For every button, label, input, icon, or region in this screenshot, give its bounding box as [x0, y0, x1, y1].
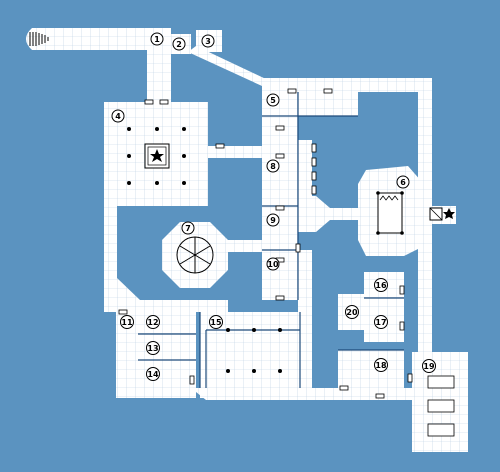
room-label-13: 13: [146, 341, 160, 355]
svg-text:14: 14: [147, 370, 159, 379]
spiral-stair-icon: [176, 236, 214, 274]
room-label-9: 9: [266, 213, 280, 227]
room-label-5: 5: [266, 93, 280, 107]
link-corridor-6: [298, 196, 360, 232]
svg-text:2: 2: [176, 40, 182, 49]
svg-text:16: 16: [375, 281, 387, 290]
room-label-10: 10: [266, 257, 280, 271]
star-icon: [443, 208, 455, 219]
north-corridor: [262, 78, 432, 92]
room-label-11: 11: [120, 315, 134, 329]
svg-text:8: 8: [270, 162, 276, 171]
room-label-14: 14: [146, 367, 160, 381]
corridor-7-east: [228, 240, 262, 252]
room-label-20: 20: [345, 305, 359, 319]
corridor-4-east: [208, 146, 262, 158]
svg-text:18: 18: [375, 361, 387, 370]
diagonal-passage: [188, 46, 268, 86]
east-star-marker: [429, 207, 455, 221]
room-label-8: 8: [266, 159, 280, 173]
doors: [118, 88, 413, 399]
south-corridor: [196, 388, 432, 400]
stairs-icon: [29, 32, 49, 46]
room-label-6: 6: [396, 175, 410, 189]
star-icon: [150, 149, 164, 162]
svg-text:3: 3: [205, 37, 211, 46]
room-label-1: 1: [150, 32, 164, 46]
svg-text:11: 11: [121, 318, 133, 327]
altar-icon: [144, 143, 170, 169]
room-label-15: 15: [209, 315, 223, 329]
east-corridor: [418, 78, 432, 398]
room-label-12: 12: [146, 315, 160, 329]
svg-text:19: 19: [423, 362, 435, 371]
room-11-corridor: [116, 312, 138, 398]
svg-text:13: 13: [147, 344, 158, 353]
svg-text:17: 17: [375, 318, 386, 327]
room-19-tables: [427, 375, 455, 437]
entrance-corridor: [26, 28, 170, 50]
svg-text:1: 1: [154, 35, 160, 44]
room-label-17: 17: [374, 315, 388, 329]
room-label-7: 7: [181, 221, 195, 235]
side-column: [298, 140, 312, 206]
svg-text:20: 20: [346, 308, 358, 317]
svg-text:5: 5: [270, 96, 276, 105]
room-labels: 1 2 3 4 5 6 7 8 9 10 11 12 13 14 15 16 1…: [111, 32, 436, 381]
statue-icon: [376, 191, 404, 235]
svg-text:12: 12: [147, 318, 158, 327]
room-label-19: 19: [422, 359, 436, 373]
west-corridor: [104, 206, 228, 312]
svg-text:15: 15: [210, 318, 222, 327]
room-label-3: 3: [201, 34, 215, 48]
svg-text:7: 7: [185, 224, 191, 233]
svg-text:4: 4: [115, 112, 121, 121]
room-label-18: 18: [374, 358, 388, 372]
room-15-pillars: [226, 328, 282, 373]
room-label-16: 16: [374, 278, 388, 292]
room-4-features: [127, 127, 186, 185]
svg-text:9: 9: [270, 216, 276, 225]
room-label-4: 4: [111, 109, 125, 123]
room-label-2: 2: [172, 37, 186, 51]
svg-text:6: 6: [400, 178, 406, 187]
south-center-corridor: [298, 250, 312, 398]
svg-text:10: 10: [267, 260, 279, 269]
room-18: [338, 350, 404, 388]
